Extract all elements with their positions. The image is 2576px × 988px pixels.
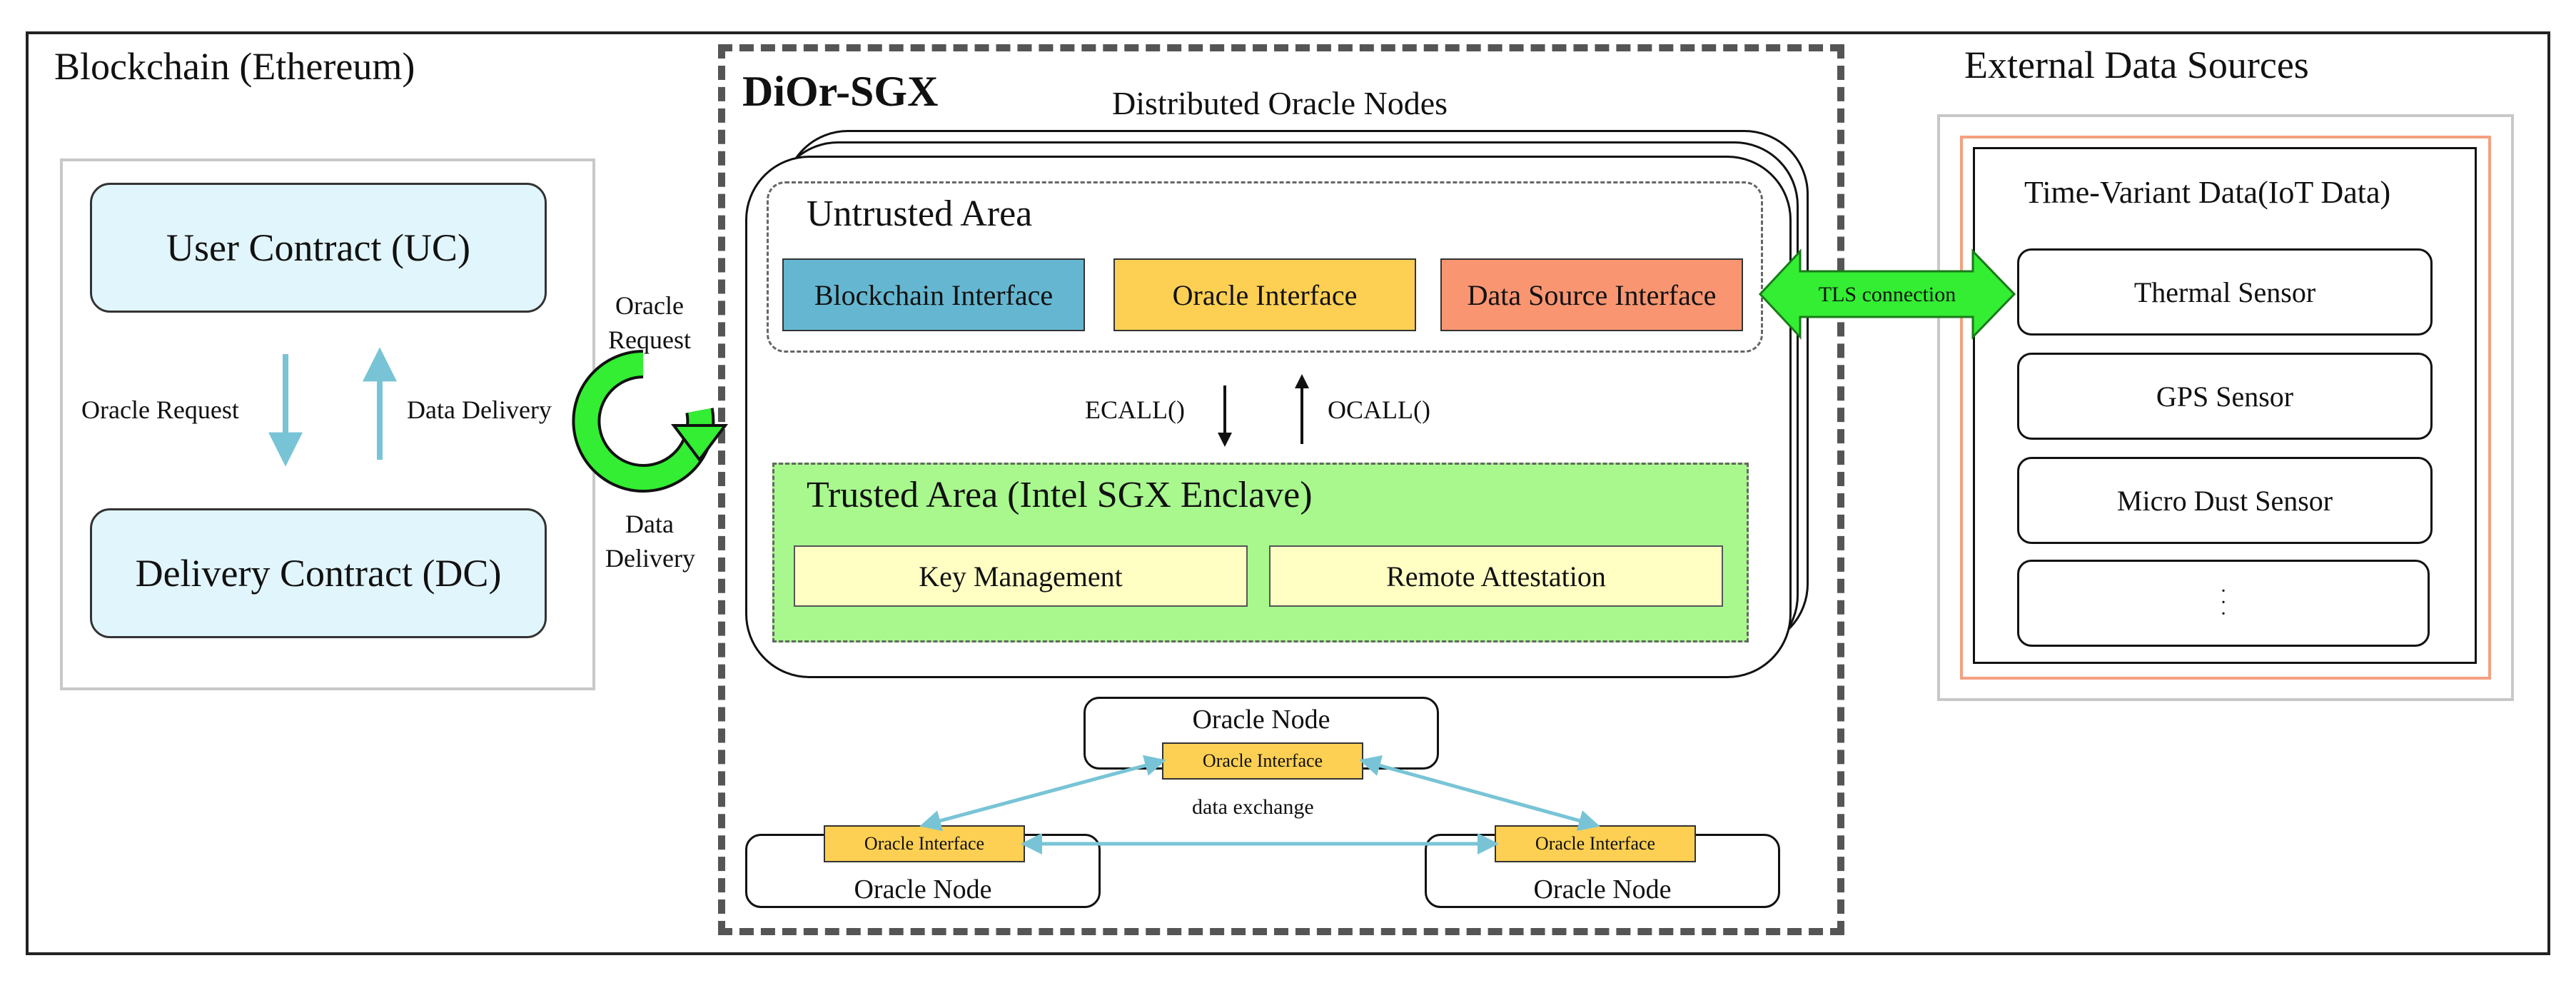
blockchain-title: Blockchain (Ethereum) bbox=[54, 45, 415, 88]
oracle-node-left-interface: Oracle Interface bbox=[824, 825, 1025, 862]
exchange-arrow-top-left bbox=[919, 755, 1166, 832]
ecall-label: ECALL() bbox=[1085, 395, 1185, 424]
key-management-box: Key Management bbox=[794, 545, 1248, 607]
sensor-thermal: Thermal Sensor bbox=[2017, 248, 2433, 336]
data-source-interface-label: Data Source Interface bbox=[1467, 278, 1717, 311]
oracle-node-left-interface-label: Oracle Interface bbox=[864, 833, 985, 854]
remote-attestation-box: Remote Attestation bbox=[1269, 545, 1723, 607]
distributed-nodes-label: Distributed Oracle Nodes bbox=[1112, 85, 1448, 121]
trusted-area-title: Trusted Area (Intel SGX Enclave) bbox=[807, 475, 1313, 515]
data-source-interface-box: Data Source Interface bbox=[1440, 258, 1743, 331]
oracle-node-top-label: Oracle Node bbox=[1192, 705, 1330, 735]
sensor-gps: GPS Sensor bbox=[2017, 353, 2433, 440]
loop-delivery-label: Data Delivery bbox=[605, 510, 695, 573]
oracle-node-top-interface-label: Oracle Interface bbox=[1202, 750, 1323, 771]
sensor-gps-label: GPS Sensor bbox=[2156, 380, 2294, 413]
key-management-label: Key Management bbox=[919, 560, 1123, 593]
exchange-arrow-top-right bbox=[1359, 755, 1600, 832]
ocall-label: OCALL() bbox=[1328, 395, 1430, 424]
oracle-node-top-interface: Oracle Interface bbox=[1162, 742, 1363, 780]
data-delivery-label: Data Delivery bbox=[407, 395, 552, 424]
data-exchange-label: data exchange bbox=[1192, 795, 1314, 819]
tls-connection-label: TLS connection bbox=[1819, 283, 1956, 306]
oracle-node-right-label: Oracle Node bbox=[1533, 874, 1672, 904]
time-variant-box bbox=[1973, 147, 2477, 664]
untrusted-area-title: Untrusted Area bbox=[807, 193, 1033, 234]
oracle-interface-box: Oracle Interface bbox=[1113, 258, 1416, 331]
user-contract-box: User Contract (UC) bbox=[90, 183, 547, 313]
remote-attestation-label: Remote Attestation bbox=[1386, 560, 1606, 593]
oracle-node-right-interface-label: Oracle Interface bbox=[1535, 833, 1656, 854]
time-variant-title: Time-Variant Data(IoT Data) bbox=[2024, 175, 2391, 210]
sensor-more-ellipsis: · · · bbox=[2220, 580, 2227, 625]
sensor-more: · · · bbox=[2017, 560, 2430, 647]
delivery-contract-box: Delivery Contract (DC) bbox=[90, 508, 547, 638]
dior-sgx-frame bbox=[718, 44, 1844, 935]
oracle-interface-label: Oracle Interface bbox=[1172, 278, 1358, 311]
outer-frame bbox=[26, 31, 2550, 955]
oracle-node-left-label: Oracle Node bbox=[854, 874, 992, 904]
oracle-request-label: Oracle Request bbox=[81, 395, 239, 424]
sensor-micro-dust-label: Micro Dust Sensor bbox=[2116, 484, 2333, 517]
external-title: External Data Sources bbox=[1964, 44, 2309, 86]
refresh-loop-icon bbox=[572, 350, 728, 493]
external-panel bbox=[1937, 114, 2514, 701]
sensor-thermal-label: Thermal Sensor bbox=[2133, 276, 2316, 308]
blockchain-interface-box: Blockchain Interface bbox=[782, 258, 1085, 331]
oracle-node-right-interface: Oracle Interface bbox=[1495, 825, 1696, 862]
sensor-micro-dust: Micro Dust Sensor bbox=[2017, 457, 2433, 544]
external-orange-frame bbox=[1960, 136, 2491, 680]
user-contract-label: User Contract (UC) bbox=[166, 226, 470, 269]
delivery-contract-label: Delivery Contract (DC) bbox=[135, 552, 502, 595]
dior-sgx-title: DiOr-SGX bbox=[742, 68, 939, 115]
blockchain-interface-label: Blockchain Interface bbox=[814, 278, 1054, 311]
loop-request-label: Oracle Request bbox=[608, 291, 691, 354]
tls-connection-arrow bbox=[1758, 248, 2016, 340]
untrusted-area bbox=[767, 181, 1763, 353]
